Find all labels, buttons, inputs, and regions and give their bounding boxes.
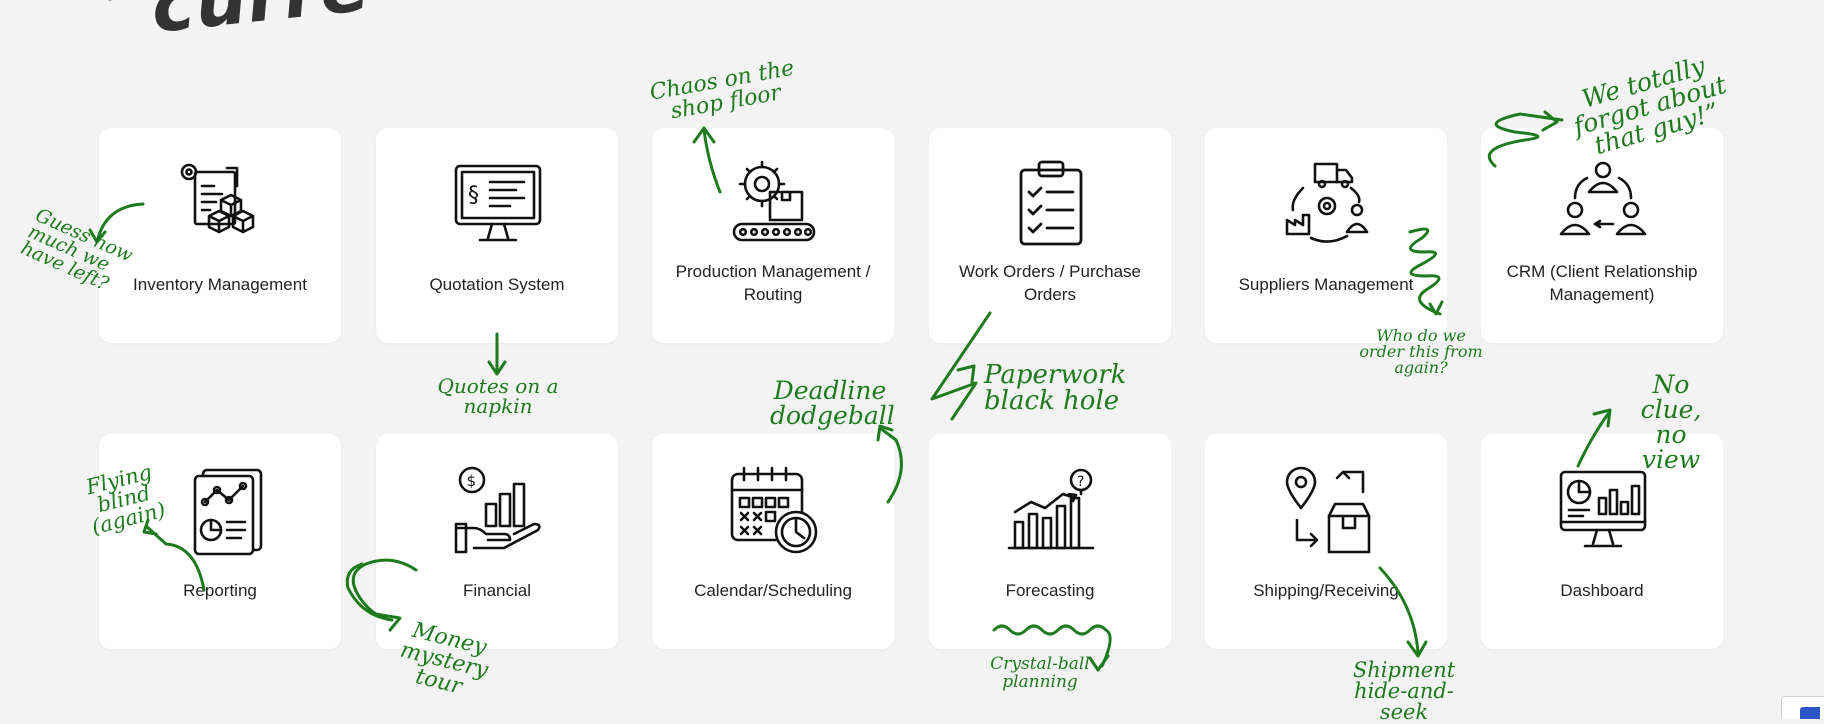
note-deadline: Deadline dodgeball: [770, 376, 895, 430]
card-reporting[interactable]: Reporting: [99, 434, 341, 649]
card-label: Inventory Management: [133, 275, 307, 294]
production-conveyor-icon: [728, 158, 820, 250]
card-crm[interactable]: CRM (Client Relationship Management): [1481, 128, 1723, 343]
card-financial[interactable]: $ Financial: [376, 434, 618, 649]
heading-fragment-right: curre: [147, 0, 373, 49]
card-work-orders[interactable]: Work Orders / Purchase Orders: [929, 128, 1171, 343]
note-suppliers: Who do we order this from again?: [1359, 326, 1483, 377]
heading-fragment-left: is: [104, 0, 137, 10]
card-label: Suppliers Management: [1238, 275, 1414, 294]
card-calendar-scheduling[interactable]: Calendar/Scheduling: [652, 434, 894, 649]
forecast-chart-icon: ?: [1005, 464, 1097, 556]
financial-hand-icon: $: [452, 464, 544, 556]
card-label: Work Orders / Purchase Orders: [958, 262, 1142, 304]
note-quotation: Quotes on a napkin: [437, 374, 559, 418]
clipboard-checklist-icon: [1005, 158, 1097, 250]
card-label: Financial: [462, 581, 532, 600]
card-label: CRM (Client Relationship Management): [1506, 262, 1698, 304]
dashboard-monitor-icon: [1557, 464, 1649, 556]
crm-people-icon: [1557, 158, 1649, 250]
card-label: Forecasting: [1005, 581, 1095, 600]
card-inventory-management[interactable]: Inventory Management: [99, 128, 341, 343]
note-dashboard: No clue, no view: [1640, 370, 1702, 474]
card-production-management[interactable]: Production Management / Routing: [652, 128, 894, 343]
card-label: Production Management / Routing: [675, 262, 871, 304]
supply-cycle-icon: [1281, 158, 1373, 250]
card-label: Shipping/Receiving: [1253, 581, 1399, 600]
card-suppliers-management[interactable]: Suppliers Management: [1205, 128, 1447, 343]
svg-text:§: §: [468, 183, 479, 208]
card-label: Quotation System: [429, 275, 565, 294]
card-forecasting[interactable]: ? Forecasting: [929, 434, 1171, 649]
card-dashboard[interactable]: Dashboard: [1481, 434, 1723, 649]
calendar-clock-icon: [728, 464, 820, 556]
card-label: Reporting: [183, 581, 257, 600]
shipping-box-icon: [1281, 464, 1373, 556]
card-label: Dashboard: [1560, 581, 1644, 600]
corner-widget-button[interactable]: [1781, 696, 1824, 719]
corner-widget-icon: [1800, 707, 1820, 719]
card-quotation-system[interactable]: § Quotation System: [376, 128, 618, 343]
quotation-monitor-icon: §: [452, 158, 544, 250]
card-shipping-receiving[interactable]: Shipping/Receiving: [1205, 434, 1447, 649]
inventory-icon: [175, 158, 267, 250]
note-forecasting: Crystal-ball planning: [990, 654, 1090, 692]
svg-text:$: $: [467, 472, 477, 490]
svg-text:?: ?: [1077, 474, 1084, 490]
report-document-icon: [175, 464, 267, 556]
page-heading-fragment: iscurre: [104, 0, 373, 53]
card-label: Calendar/Scheduling: [694, 581, 852, 600]
note-production: Chaos on the shop floor: [647, 55, 797, 125]
note-paperwork: Paperwork black hole: [984, 360, 1127, 416]
note-shipping: Shipment hide-and-seek: [1352, 658, 1456, 724]
